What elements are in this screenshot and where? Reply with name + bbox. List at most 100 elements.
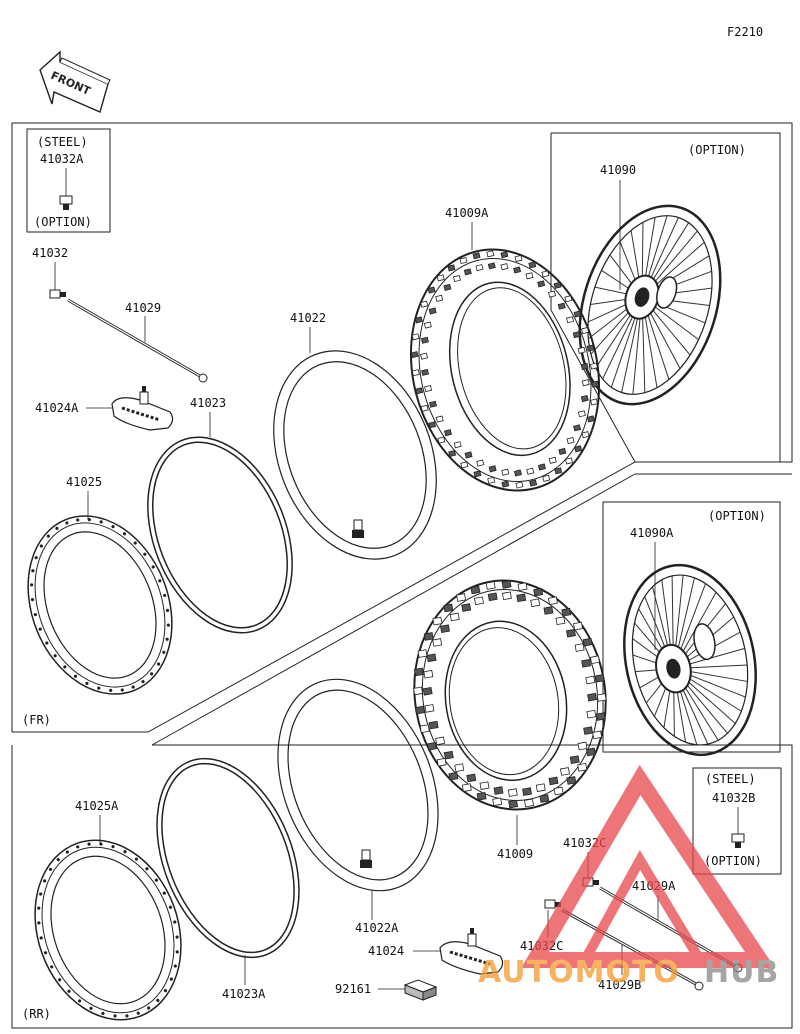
tread-block xyxy=(542,474,551,482)
tread-block xyxy=(517,582,528,591)
tread-block xyxy=(522,787,532,796)
rim-hole xyxy=(162,650,166,654)
rim-hole xyxy=(37,906,41,910)
rim-hole xyxy=(156,998,160,1002)
part-label-41032: 41032 xyxy=(32,246,68,260)
part-label-41022A: 41022A xyxy=(355,921,399,935)
tread-block xyxy=(573,310,582,318)
tread-block xyxy=(432,638,443,647)
rim-hole xyxy=(163,593,167,598)
divider-line xyxy=(151,473,636,746)
tread-block xyxy=(501,591,512,601)
tread-block xyxy=(492,797,503,807)
tread-block xyxy=(566,776,577,785)
tread-block xyxy=(487,262,496,270)
tread-block xyxy=(410,351,419,359)
tread-block xyxy=(460,461,469,469)
rim-hole xyxy=(97,686,101,690)
part-label-41032A: 41032A xyxy=(40,152,84,166)
tread-block xyxy=(447,264,456,272)
tread-block xyxy=(487,592,498,602)
tread-block xyxy=(501,480,510,488)
tread-block xyxy=(580,395,589,403)
tread-block xyxy=(488,465,497,473)
tread-block xyxy=(554,467,563,475)
tread-block xyxy=(565,628,576,638)
tread-block xyxy=(427,286,436,294)
rim-hole xyxy=(39,544,43,548)
part-label-41029B: 41029B xyxy=(598,978,641,992)
tread-block xyxy=(436,274,445,282)
tread-block xyxy=(524,798,534,808)
tread-block xyxy=(428,307,437,315)
tread-block xyxy=(414,316,423,324)
tread-block xyxy=(515,481,524,489)
tread-block xyxy=(428,720,439,730)
rim-hole xyxy=(134,857,139,861)
tread-block xyxy=(565,457,573,465)
inset-front-steel xyxy=(26,128,111,233)
tread-block xyxy=(574,445,583,453)
rim-hole xyxy=(125,1014,129,1018)
rim-hole xyxy=(37,921,41,925)
tread-block xyxy=(417,649,428,658)
tread-block xyxy=(415,387,424,395)
tread-block xyxy=(486,250,495,258)
tread-block xyxy=(500,251,509,259)
tread-block xyxy=(456,593,467,602)
rim-hole xyxy=(30,598,35,602)
tread-block xyxy=(590,398,599,406)
tread-block xyxy=(448,771,459,781)
rim-hole xyxy=(165,608,170,612)
part-label-41032B: 41032B xyxy=(712,791,755,805)
tread-block xyxy=(422,686,433,696)
rim-hole xyxy=(173,920,177,924)
tread-block xyxy=(535,783,546,792)
tread-block xyxy=(449,612,460,622)
tread-block xyxy=(429,400,437,408)
rim-hole xyxy=(157,662,161,666)
rim-hole xyxy=(38,627,42,631)
rim-hole xyxy=(48,867,53,871)
tread-block xyxy=(420,300,429,308)
tread-block xyxy=(516,593,527,603)
rim-hole xyxy=(56,858,60,862)
tread-block xyxy=(423,632,434,641)
rim-hole xyxy=(55,526,59,530)
tread-block xyxy=(437,436,446,444)
tread-block xyxy=(448,449,457,458)
rim-hole xyxy=(45,641,49,645)
rim-hole xyxy=(150,672,154,676)
rim-hole xyxy=(120,688,124,692)
part-label-92161: 92161 xyxy=(335,982,371,996)
tread-block xyxy=(501,580,512,589)
part-label-41023: 41023 xyxy=(190,396,226,410)
tread-block xyxy=(586,747,596,757)
tread-block xyxy=(411,333,420,341)
wheel-rim-41025 xyxy=(27,515,173,695)
rim-hole xyxy=(175,950,179,954)
rim-hole xyxy=(99,520,103,524)
front-tire-41009A xyxy=(409,248,601,492)
rim-hole xyxy=(165,637,169,641)
inner-tube-part xyxy=(277,678,439,892)
valve-cap-icon xyxy=(544,899,561,909)
tread-block xyxy=(590,655,600,665)
tread-block xyxy=(529,479,538,487)
rim-hole xyxy=(43,879,47,883)
part-label-41090A: 41090A xyxy=(630,526,674,540)
tread-block xyxy=(507,788,518,797)
inset-front-steel-footer: (OPTION) xyxy=(34,215,92,229)
tread-block xyxy=(453,274,461,283)
tread-block xyxy=(454,763,465,772)
spoke-part xyxy=(67,298,208,383)
tread-block xyxy=(411,369,420,377)
tread-block xyxy=(580,362,589,370)
rim-band-part xyxy=(147,436,293,634)
rim-band-part xyxy=(156,757,300,959)
tread-block xyxy=(435,294,444,302)
tread-block xyxy=(470,585,481,595)
part-label-41025A: 41025A xyxy=(75,799,119,813)
rim-hole xyxy=(168,905,173,909)
